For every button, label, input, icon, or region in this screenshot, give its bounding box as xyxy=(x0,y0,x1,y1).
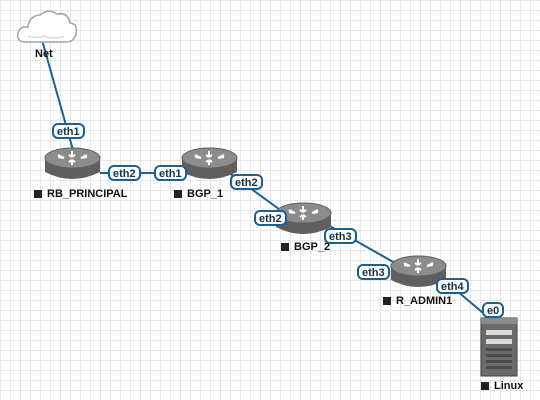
port-label-rb-principal-eth1[interactable]: eth1 xyxy=(52,123,85,139)
node-label-net: Net xyxy=(35,48,53,60)
node-label-rb-principal: RB_PRINCIPAL xyxy=(34,188,127,200)
router-icon[interactable] xyxy=(44,147,101,179)
node-label-bgp-1: BGP_1 xyxy=(174,188,223,200)
router-icon[interactable] xyxy=(390,255,447,287)
status-square xyxy=(34,190,42,198)
status-square xyxy=(281,243,289,251)
port-label-linux-e0[interactable]: e0 xyxy=(482,302,505,318)
router-icon[interactable] xyxy=(181,147,238,179)
port-label-rb-principal-eth2[interactable]: eth2 xyxy=(108,165,141,181)
port-label-bgp-2-eth3[interactable]: eth3 xyxy=(324,228,357,244)
port-label-bgp-1-eth2[interactable]: eth2 xyxy=(230,174,263,190)
port-label-r-admin1-eth3[interactable]: eth3 xyxy=(357,264,390,280)
cloud-icon[interactable] xyxy=(16,10,78,43)
status-square xyxy=(481,382,489,390)
node-label-bgp-2: BGP_2 xyxy=(281,241,330,253)
port-label-bgp-2-eth2[interactable]: eth2 xyxy=(254,210,287,226)
node-label-r-admin1: R_ADMIN1 xyxy=(383,295,452,307)
port-label-bgp-1-eth1[interactable]: eth1 xyxy=(154,165,187,181)
router-icon[interactable] xyxy=(275,202,332,234)
status-square xyxy=(383,297,391,305)
server-icon[interactable] xyxy=(480,317,518,377)
port-label-r-admin1-eth4[interactable]: eth4 xyxy=(436,278,469,294)
status-square xyxy=(174,190,182,198)
node-label-linux: Linux xyxy=(481,380,523,392)
